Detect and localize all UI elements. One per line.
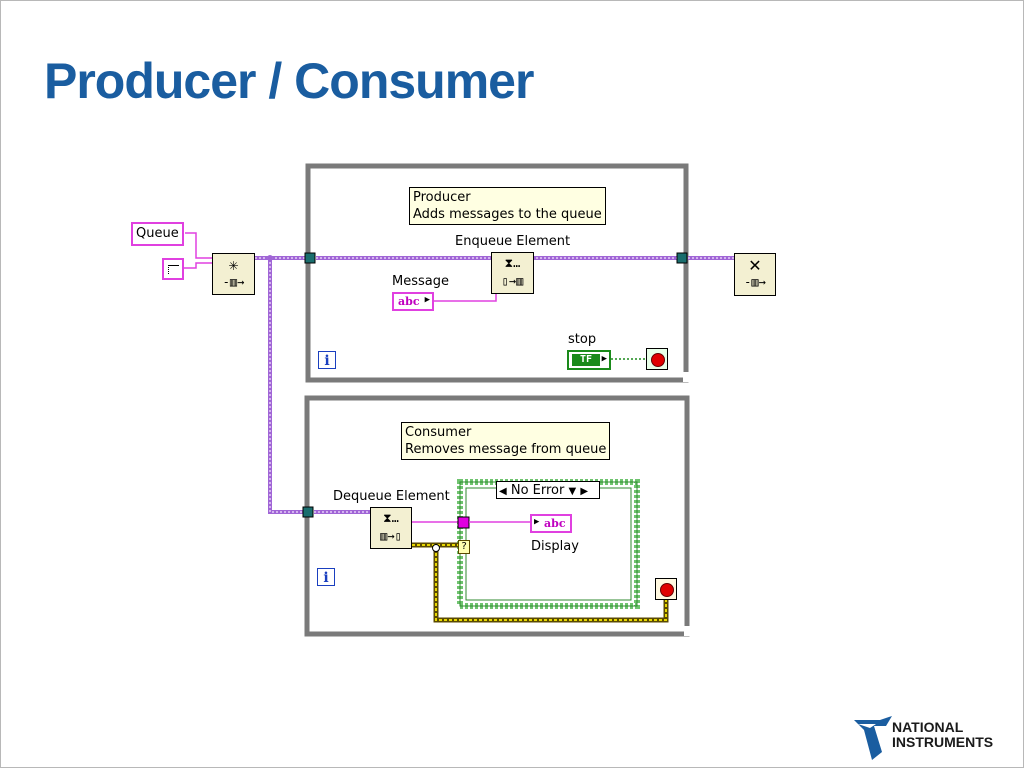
case-value: No Error <box>510 483 565 498</box>
logo-line-2: INSTRUMENTS <box>892 734 994 750</box>
stop-label: stop <box>568 332 597 347</box>
producer-while-loop <box>305 163 689 383</box>
consumer-comment: Consumer Removes message from queue <box>401 422 611 460</box>
terminal-arrow-icon: ▶ <box>601 354 607 364</box>
producer-comment-text: Adds messages to the queue <box>413 207 602 222</box>
close-icon: ✕ <box>748 256 762 275</box>
case-string-tunnel <box>457 516 470 529</box>
queue-buffer-icon: -▥→ <box>744 275 766 289</box>
queue-name-label[interactable]: Queue <box>131 222 184 246</box>
producer-stop-terminal[interactable] <box>646 348 668 370</box>
chevron-down-icon[interactable]: ▼ <box>568 486 577 497</box>
terminal-arrow-icon: ▶ <box>534 517 540 527</box>
message-label: Message <box>392 274 449 289</box>
message-string-control[interactable]: abc ▶ <box>392 292 434 311</box>
display-label: Display <box>531 539 579 554</box>
eagle-icon <box>854 716 892 760</box>
hourglass-icon: ⧗… <box>504 256 521 270</box>
producer-left-tunnel <box>304 252 316 264</box>
hourglass-icon: ⧗… <box>383 511 399 525</box>
consumer-stop-terminal[interactable] <box>655 578 677 600</box>
producer-comment-title: Producer <box>413 190 471 205</box>
producer-iteration-terminal: i <box>318 351 336 369</box>
boolean-type-icon: TF <box>572 354 600 366</box>
queue-buffer-icon: -▥→ <box>222 275 245 289</box>
dequeue-element-node[interactable]: ⧗… ▥→▯ <box>370 507 412 549</box>
dequeue-icon: ▥→▯ <box>380 529 402 543</box>
consumer-iteration-terminal: i <box>317 568 335 586</box>
national-instruments-logo: NATIONAL INSTRUMENTS <box>852 716 1017 762</box>
enqueue-element-node[interactable]: ⧗… ▯→▥ <box>491 252 534 294</box>
obtain-queue-node[interactable]: ✳ -▥→ <box>212 253 255 295</box>
enqueue-label: Enqueue Element <box>455 234 571 249</box>
producer-comment: Producer Adds messages to the queue <box>409 187 606 225</box>
enqueue-icon: ▯→▥ <box>501 274 524 288</box>
consumer-comment-text: Removes message from queue <box>405 442 607 457</box>
string-type-icon: abc <box>544 517 566 530</box>
consumer-left-tunnel <box>302 506 314 518</box>
display-string-indicator[interactable]: ▶ abc <box>530 514 572 533</box>
prev-case-icon[interactable]: ◀ <box>499 486 507 497</box>
stop-sign-icon <box>660 583 674 597</box>
logo-line-1: NATIONAL <box>892 719 964 735</box>
dequeue-label: Dequeue Element <box>333 489 450 504</box>
obtain-queue-icon: ✳ <box>228 255 239 274</box>
release-queue-node[interactable]: ✕ -▥→ <box>734 253 776 296</box>
terminal-arrow-icon: ▶ <box>424 295 430 305</box>
string-type-icon: abc <box>398 295 420 308</box>
stop-sign-icon <box>651 353 665 367</box>
consumer-comment-title: Consumer <box>405 425 472 440</box>
queue-name-wire <box>184 232 213 269</box>
error-wire <box>412 542 669 623</box>
producer-right-tunnel <box>676 252 688 264</box>
slide-title: Producer / Consumer <box>44 53 534 109</box>
next-case-icon[interactable]: ▶ <box>580 486 589 497</box>
queue-type-constant[interactable] <box>162 258 184 280</box>
case-selector-terminal[interactable]: ? <box>458 540 470 554</box>
stop-boolean-control[interactable]: TF ▶ <box>567 350 611 370</box>
case-selector[interactable]: ◀ No Error ▼ ▶ <box>496 481 600 499</box>
